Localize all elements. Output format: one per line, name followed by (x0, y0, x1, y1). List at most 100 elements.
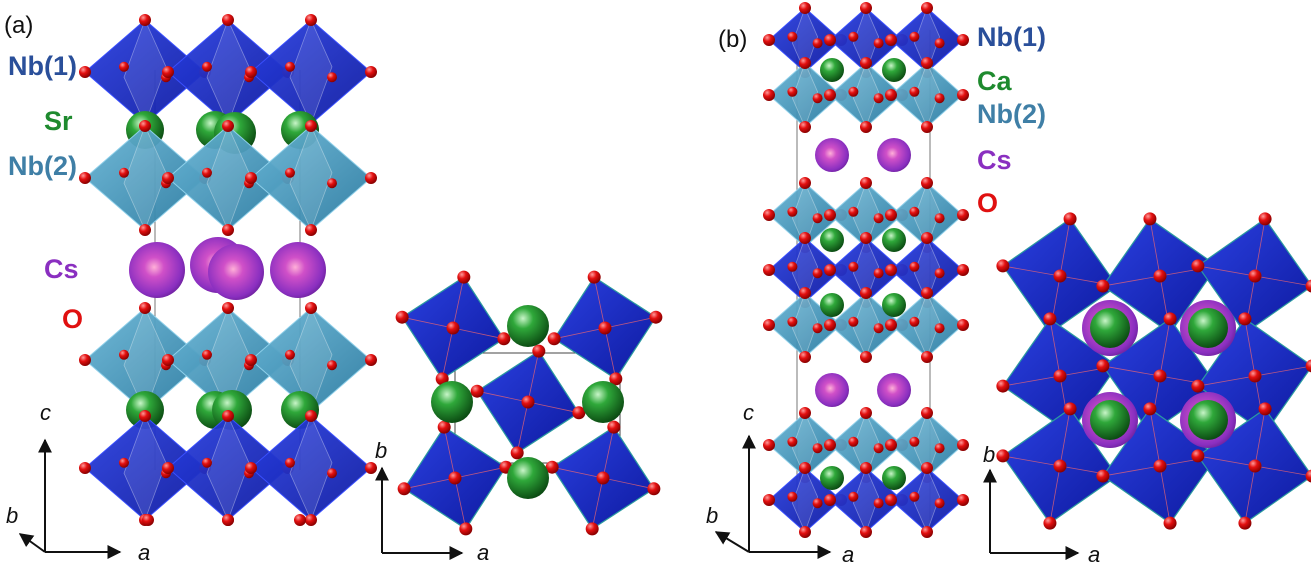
oxygen-atom (763, 209, 775, 221)
oxygen-atom (996, 259, 1010, 273)
oxygen-atom (763, 264, 775, 276)
oxygen-atom (885, 209, 897, 221)
oxygen-atom (1248, 269, 1262, 283)
oxygen-atom (245, 354, 257, 366)
bond-line (1102, 365, 1161, 377)
oxygen-atom (1143, 402, 1157, 416)
oxygen-atom (1096, 359, 1110, 373)
oxygen-atom (957, 494, 969, 506)
a-site-atom (820, 466, 844, 490)
oxygen-atom (885, 439, 897, 451)
oxygen-atom (587, 270, 601, 284)
oxygen-atom (860, 177, 872, 189)
oxygen-atom (921, 2, 933, 14)
oxygen-atom (285, 167, 295, 178)
panel-a-side-axes: c b a (6, 400, 150, 565)
oxygen-atom (457, 270, 471, 284)
oxygen-atom (873, 38, 884, 49)
oxygen-atom (885, 494, 897, 506)
axis-label-b: b (6, 503, 18, 528)
oxygen-atom (305, 302, 317, 314)
bond-line (1049, 318, 1061, 377)
bond-line (593, 277, 606, 329)
oxygen-atom (909, 261, 920, 272)
oxygen-atom (1063, 212, 1077, 226)
oxygen-atom (470, 384, 484, 398)
oxygen-atom (1153, 269, 1167, 283)
bond-line (1102, 275, 1161, 287)
bond-line (1002, 375, 1061, 387)
bond-line (1102, 465, 1161, 477)
oxygen-atom (1153, 459, 1167, 473)
bond-line (1254, 218, 1266, 277)
oxygen-atom (799, 287, 811, 299)
bond-line (552, 466, 604, 479)
axis-label-a: a (842, 542, 854, 567)
bond-line (1002, 455, 1061, 467)
oxygen-atom (327, 178, 337, 189)
oxygen-atom (79, 462, 91, 474)
oxygen-atom (395, 310, 409, 324)
axis-label-b: b (375, 438, 387, 463)
oxygen-atom (139, 14, 151, 26)
a-site-atom (431, 381, 473, 423)
oxygen-atom (162, 354, 174, 366)
oxygen-atom (365, 354, 377, 366)
oxygen-atom (799, 462, 811, 474)
axis-label-b: b (983, 442, 995, 467)
oxygen-atom (848, 206, 859, 217)
axis-label-b: b (706, 503, 718, 528)
species-ca-label: Ca (977, 66, 1012, 96)
oxygen-atom (921, 287, 933, 299)
oxygen-atom (909, 86, 920, 97)
oxygen-atom (799, 526, 811, 538)
bond-line (1159, 318, 1171, 377)
panel-a-top-view (395, 270, 663, 536)
species-nb2-label: Nb(2) (8, 151, 77, 181)
oxygen-atom (860, 351, 872, 363)
oxygen-atom (934, 268, 945, 279)
oxygen-atom (799, 351, 811, 363)
oxygen-atom (812, 93, 823, 104)
oxygen-atom (119, 349, 129, 360)
oxygen-atom (996, 449, 1010, 463)
oxygen-atom (873, 498, 884, 509)
oxygen-atom (909, 436, 920, 447)
oxygen-atom (142, 514, 154, 526)
bond-line (516, 401, 529, 453)
oxygen-atom (873, 268, 884, 279)
oxygen-atom (957, 439, 969, 451)
oxygen-atom (1143, 212, 1157, 226)
oxygen-atom (957, 209, 969, 221)
oxygen-atom (909, 316, 920, 327)
oxygen-atom (787, 436, 798, 447)
bond-line (1049, 465, 1061, 524)
oxygen-atom (446, 321, 460, 335)
oxygen-atom (327, 360, 337, 371)
oxygen-atom (1153, 369, 1167, 383)
bond-line (443, 427, 456, 479)
oxygen-atom (848, 436, 859, 447)
oxygen-atom (585, 522, 599, 536)
oxygen-atom (202, 61, 212, 72)
a-site-atom (820, 58, 844, 82)
oxygen-atom (285, 61, 295, 72)
oxygen-atom (848, 491, 859, 502)
oxygen-atom (547, 332, 561, 346)
oxygen-atom (1063, 402, 1077, 416)
bond-line (1149, 408, 1161, 467)
bond-line (1197, 265, 1256, 277)
oxygen-atom (824, 34, 836, 46)
oxygen-atom (799, 121, 811, 133)
a-site-atom (1090, 308, 1130, 348)
oxygen-atom (957, 264, 969, 276)
oxygen-atom (1163, 312, 1177, 326)
oxygen-atom (119, 167, 129, 178)
bond-line (1254, 465, 1311, 477)
axis-label-c: c (40, 400, 51, 425)
oxygen-atom (365, 172, 377, 184)
oxygen-atom (305, 410, 317, 422)
oxygen-atom (202, 457, 212, 468)
cesium-atom (129, 242, 185, 298)
